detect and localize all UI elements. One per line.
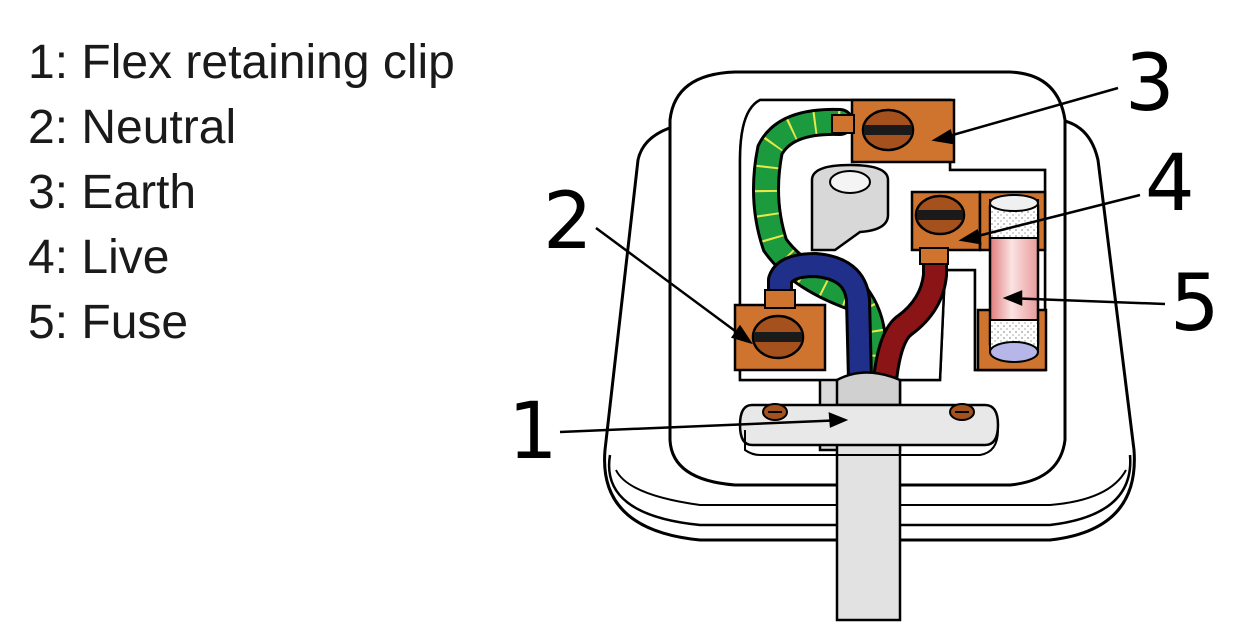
callout-leaders (559, 86, 1166, 434)
legend-item-fuse: 5: Fuse (28, 296, 189, 349)
callout-number-5: 5 (1170, 259, 1220, 349)
callout-number-3: 3 (1125, 39, 1175, 129)
leader-5 (1005, 296, 1166, 306)
mains-cable (835, 371, 902, 622)
leader-1 (559, 418, 846, 434)
legend-item-neutral: 2: Neutral (28, 101, 237, 154)
neutral-terminal (733, 289, 827, 372)
earth-pin-boss (810, 163, 890, 252)
callout-number-1: 1 (508, 387, 558, 477)
leader-3 (934, 86, 1119, 142)
legend-item-flex-retaining-clip: 1: Flex retaining clip (28, 36, 455, 89)
neutral-wire (767, 252, 873, 381)
fuse (988, 194, 1040, 363)
legend-item-earth: 3: Earth (28, 166, 197, 219)
leader-4 (961, 193, 1141, 242)
callout-number-2: 2 (543, 177, 593, 267)
leader-2 (595, 226, 751, 344)
flex-retaining-clip (738, 403, 1000, 456)
callout-number-4: 4 (1145, 139, 1195, 229)
live-wire (872, 250, 948, 382)
earth-terminal (831, 98, 956, 164)
legend-item-live: 4: Live (28, 231, 170, 284)
legend-list: 1: Flex retaining clip 2: Neutral 3: Ear… (28, 30, 455, 355)
